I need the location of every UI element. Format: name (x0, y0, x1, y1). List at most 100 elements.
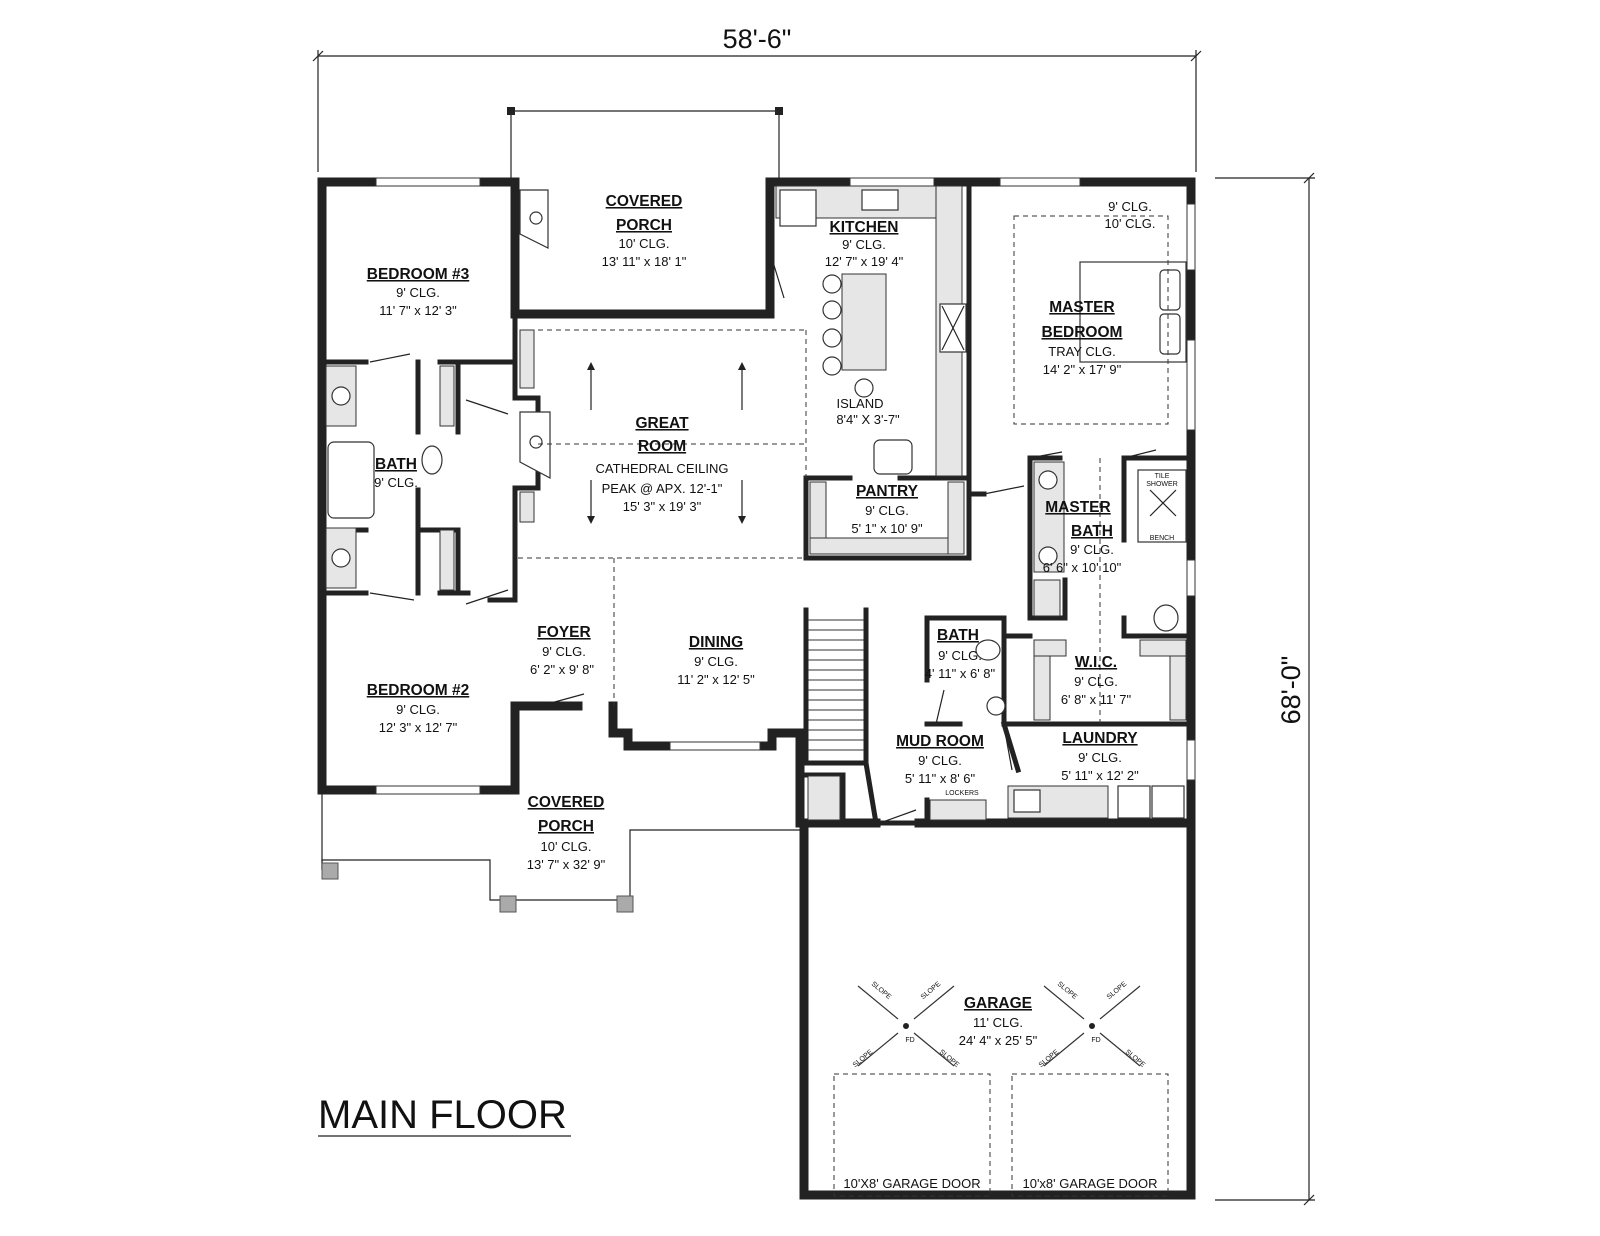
depth-label: 68'-0" (1276, 656, 1306, 725)
cathedral-arrows (587, 362, 746, 524)
bathtub (327, 441, 375, 519)
mud-room-ceiling: 9' CLG. (918, 753, 962, 768)
wic-size: 6' 8" x 11' 7" (1061, 692, 1132, 707)
pantry-ceiling: 9' CLG. (865, 503, 909, 518)
depth-dimension: 68'-0" (1215, 172, 1315, 1206)
kitchen-ceiling: 9' CLG. (842, 237, 886, 252)
dining-name: DINING (689, 634, 743, 651)
master-ceiling: TRAY CLG. (1048, 344, 1115, 359)
tile-shower (1137, 469, 1187, 543)
slope-arrow (857, 1032, 899, 1067)
bedroom3-name: BEDROOM #3 (367, 266, 470, 283)
master-name: MASTER (1049, 299, 1114, 316)
room-labels: COVERED PORCH 10' CLG. 13' 11" x 18' 1" … (367, 193, 1178, 1191)
mud-room-size: 5' 11" x 8' 6" (905, 771, 976, 786)
sink-icon (331, 548, 351, 568)
kitchen-name: KITCHEN (830, 219, 899, 236)
front-porch-name2: PORCH (538, 818, 594, 835)
kitchen-island (841, 273, 887, 371)
slope-arrow (913, 1032, 955, 1067)
rear-porch-ceiling: 10' CLG. (619, 236, 670, 251)
great-room-size: 15' 3" x 19' 3" (623, 499, 702, 514)
sink-icon (986, 696, 1006, 716)
floor-drain (903, 1023, 909, 1029)
toilet-icon (421, 445, 443, 475)
windows (375, 177, 1196, 795)
slope-arrow (1043, 1032, 1085, 1067)
slope-label: SLOPE (938, 1049, 961, 1070)
toilet-icon (1153, 604, 1179, 632)
slope-arrow (1099, 1032, 1141, 1067)
laundry-ceiling: 9' CLG. (1078, 750, 1122, 765)
foyer-name: FOYER (537, 624, 590, 641)
dryer (1151, 785, 1185, 819)
interior-walls (319, 179, 1194, 826)
width-dimension: 58'-6" (312, 24, 1202, 172)
rear-porch-name2: PORCH (616, 217, 672, 234)
front-porch-size: 13' 7" x 32' 9" (527, 857, 606, 872)
front-porch-name: COVERED (528, 794, 605, 811)
floor-drain (1089, 1023, 1095, 1029)
sink-icon (1038, 470, 1058, 490)
rear-porch-size: 13' 11" x 18' 1" (602, 254, 687, 269)
washer (1117, 785, 1151, 819)
sink-icon (331, 386, 351, 406)
slope-arrow (857, 985, 899, 1020)
great-room-ceiling: CATHEDRAL CEILING (596, 461, 729, 476)
garage-door1-label: 10'X8' GARAGE DOOR (843, 1176, 980, 1191)
sink-icon (1038, 546, 1058, 566)
foyer-ceiling: 9' CLG. (542, 644, 586, 659)
garage-ceiling: 11' CLG. (973, 1015, 1023, 1030)
porch-posts (321, 862, 634, 913)
island-size: 8'4" X 3'-7" (836, 412, 900, 427)
dishwasher (873, 439, 913, 475)
laundry-size: 5' 11" x 12' 2" (1061, 768, 1139, 783)
fixtures (327, 189, 1187, 819)
bedroom2-size: 12' 3" x 12' 7" (379, 720, 458, 735)
lockers-label: LOCKERS (945, 790, 979, 797)
garage-door2-label: 10'x8' GARAGE DOOR (1022, 1176, 1157, 1191)
kitchen-sink (861, 189, 899, 211)
bath2-ceiling: 9' CLG. (938, 648, 982, 663)
stairs (808, 619, 864, 751)
wic-ceiling: 9' CLG. (1074, 674, 1118, 689)
master-ceiling-outer: 9' CLG. (1108, 199, 1152, 214)
laundry-name: LAUNDRY (1062, 730, 1138, 747)
garage-door-right (1011, 1073, 1169, 1197)
rear-porch-name: COVERED (606, 193, 683, 210)
slope-label: SLOPE (1038, 1048, 1061, 1069)
doors (369, 261, 1157, 824)
dining-size: 11' 2" x 12' 5" (677, 672, 755, 687)
master-name2: BEDROOM (1042, 324, 1123, 341)
toilet-icon (975, 639, 1001, 661)
garage-size: 24' 4" x 25' 5" (959, 1033, 1038, 1048)
slope-label: SLOPE (852, 1048, 875, 1069)
slope-label: SLOPE (1124, 1049, 1147, 1070)
foyer-size: 6' 2" x 9' 8" (530, 662, 594, 677)
bath-shared-ceiling: 9' CLG. (374, 475, 418, 490)
bath2-size: 4' 11" x 6' 8" (925, 666, 996, 681)
mud-room-name: MUD ROOM (896, 733, 984, 750)
floor-drain-label: FD (1091, 1037, 1100, 1044)
front-porch-ceiling: 10' CLG. (541, 839, 592, 854)
master-bath-size: 6' 6" x 10' 10" (1043, 560, 1122, 575)
master-bath-ceiling: 9' CLG. (1070, 542, 1114, 557)
bedroom2-name: BEDROOM #2 (367, 682, 470, 699)
bath2-name: BATH (937, 627, 979, 644)
island-name: ISLAND (837, 396, 884, 411)
tile-shower-label2: SHOWER (1146, 481, 1178, 488)
tile-shower-label: TILE (1155, 473, 1170, 480)
bench-label: BENCH (1150, 535, 1175, 542)
garage-door-left (833, 1073, 991, 1197)
pantry-name: PANTRY (856, 483, 919, 500)
dining-ceiling: 9' CLG. (694, 654, 738, 669)
slope-arrow (913, 985, 955, 1020)
floor-drain-label: FD (905, 1037, 914, 1044)
plan-title: MAIN FLOOR (318, 1093, 567, 1137)
kitchen-size: 12' 7" x 19' 4" (825, 254, 904, 269)
laundry-sink (1013, 789, 1041, 813)
bath-shared-name: BATH (375, 456, 417, 473)
ceiling-lines (321, 215, 1169, 901)
